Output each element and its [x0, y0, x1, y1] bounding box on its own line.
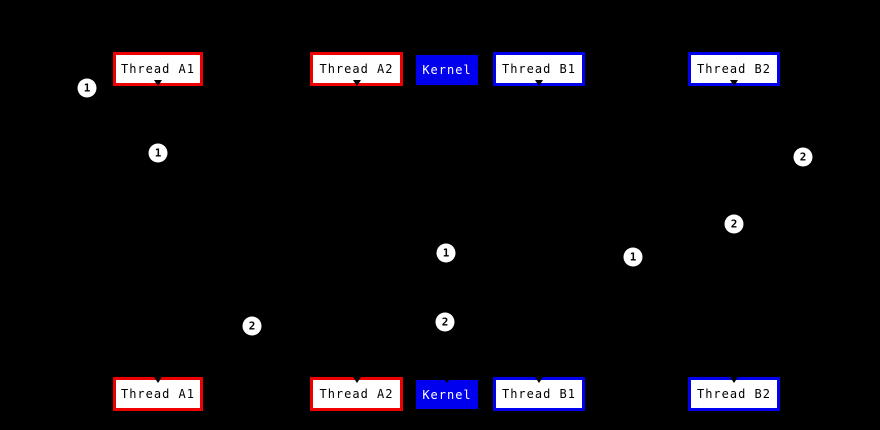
step-marker-1: 1	[623, 247, 643, 267]
lifeline-tick	[535, 80, 543, 86]
step-marker-1: 1	[148, 143, 168, 163]
step-marker-label: 1	[154, 146, 162, 160]
lifeline-tick	[154, 377, 162, 383]
entity-box-thread-a1-top: Thread A1	[113, 52, 203, 86]
step-marker-2: 2	[793, 147, 813, 167]
step-marker-label: 1	[83, 81, 91, 95]
step-marker-label: 2	[441, 315, 449, 329]
entity-label: Kernel	[422, 63, 472, 77]
lifeline-tick	[730, 377, 738, 383]
lifeline-tick	[352, 377, 361, 383]
step-marker-label: 1	[442, 246, 450, 260]
step-marker-2: 2	[435, 312, 455, 332]
lifeline-tick	[154, 80, 162, 86]
entity-label: Thread B2	[696, 387, 772, 401]
entity-box-thread-a1-bottom: Thread A1	[113, 377, 203, 411]
entity-label: Thread A1	[120, 62, 196, 76]
entity-box-thread-a2-top: Thread A2	[310, 52, 403, 86]
step-marker-label: 1	[629, 250, 637, 264]
step-marker-2: 2	[724, 214, 744, 234]
step-marker-1: 1	[77, 78, 97, 98]
step-marker-label: 2	[730, 217, 738, 231]
lifeline-tick	[730, 80, 738, 86]
entity-label: Thread A2	[319, 387, 394, 401]
entity-box-thread-b2-bottom: Thread B2	[688, 377, 780, 411]
entity-box-thread-b1-top: Thread B1	[493, 52, 585, 86]
entity-label: Thread B1	[501, 62, 577, 76]
lifeline-tick	[352, 80, 361, 86]
step-marker-1: 1	[436, 243, 456, 263]
step-marker-label: 2	[799, 150, 807, 164]
entity-box-thread-b1-bottom: Thread B1	[493, 377, 585, 411]
entity-box-thread-a2-bottom: Thread A2	[310, 377, 403, 411]
entity-label: Thread A1	[120, 387, 196, 401]
entity-label: Thread A2	[319, 62, 394, 76]
entity-box-kernel-bottom: Kernel	[416, 377, 478, 409]
entity-label: Kernel	[422, 387, 472, 402]
lifeline-tick	[443, 377, 451, 383]
step-marker-label: 2	[248, 319, 256, 333]
lifeline-tick	[535, 377, 543, 383]
entity-box-kernel-top: Kernel	[416, 55, 478, 85]
entity-box-thread-b2-top: Thread B2	[688, 52, 780, 86]
step-marker-2: 2	[242, 316, 262, 336]
entity-label: Thread B1	[501, 387, 577, 401]
entity-label: Thread B2	[696, 62, 772, 76]
